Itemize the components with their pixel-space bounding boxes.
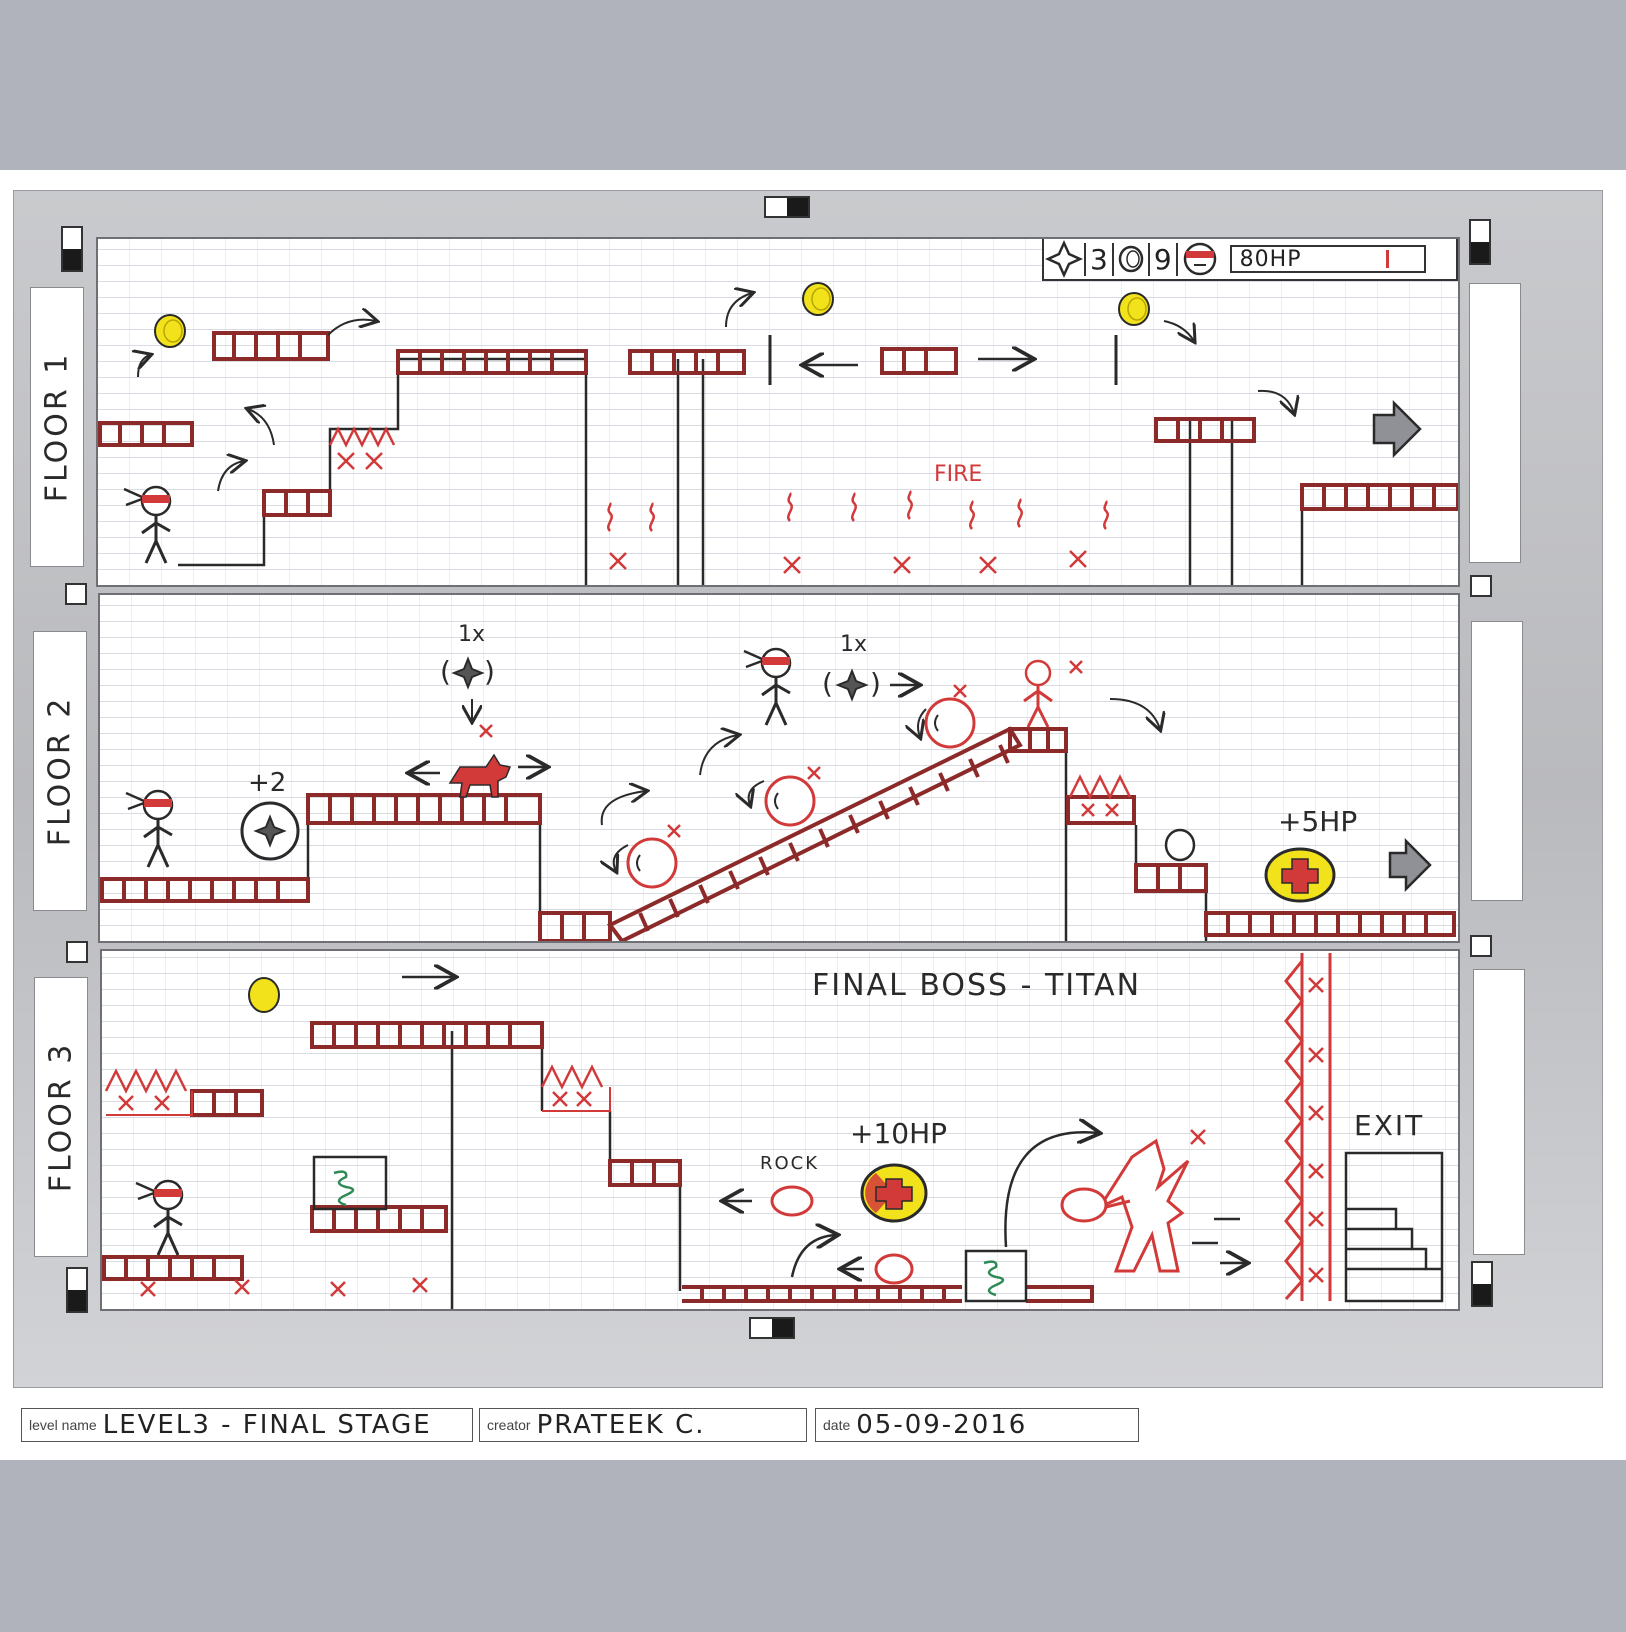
date-field: date 05-09-2016 bbox=[815, 1408, 1139, 1442]
side-slot-2 bbox=[1471, 621, 1523, 901]
frame-marker-right-1 bbox=[1470, 575, 1492, 597]
rock-label: ROCK bbox=[760, 1153, 819, 1174]
spring-icon bbox=[983, 1260, 1005, 1297]
side-slot-3 bbox=[1473, 969, 1525, 1255]
level-name-field: level name LEVEL3 - FINAL STAGE bbox=[21, 1408, 473, 1442]
floor-2-panel: +2 1x () bbox=[98, 593, 1460, 943]
date-value: 05-09-2016 bbox=[856, 1410, 1028, 1440]
hud-bar: 3 9 80HP bbox=[1042, 239, 1458, 281]
date-label: date bbox=[823, 1417, 851, 1433]
hud-shuriken-count: 3 bbox=[1084, 242, 1114, 276]
fire-label: FIRE bbox=[934, 462, 982, 487]
coin bbox=[1164, 828, 1196, 862]
shuriken-icon bbox=[1044, 239, 1084, 279]
coin-icon bbox=[1118, 245, 1144, 273]
frame-marker-left-top bbox=[61, 226, 83, 272]
shuriken-bonus-label: +2 bbox=[248, 768, 286, 798]
level-name-label: level name bbox=[29, 1417, 97, 1433]
hp-text: 80HP bbox=[1239, 247, 1302, 272]
frame-marker-left-1 bbox=[65, 583, 87, 605]
level-sheet: FLOOR 1 FLOOR 2 FLOOR 3 bbox=[0, 170, 1626, 1460]
floor-label-3: FLOOR 3 bbox=[34, 977, 88, 1257]
creator-field: creator PRATEEK C. bbox=[479, 1408, 807, 1442]
boss-title: FINAL BOSS - TITAN bbox=[812, 968, 1141, 1003]
floor-3-scene: FINAL BOSS - TITAN ROCK +10HP bbox=[102, 953, 1444, 1309]
ninja-player bbox=[124, 789, 174, 869]
exit-arrow-icon bbox=[1388, 837, 1432, 893]
ninja-player-jump bbox=[742, 647, 792, 727]
boulder bbox=[764, 775, 816, 827]
boulder bbox=[924, 697, 976, 749]
coin bbox=[154, 314, 186, 348]
side-slot-1 bbox=[1469, 283, 1521, 563]
exit-label: EXIT bbox=[1354, 1109, 1424, 1142]
spring-icon bbox=[333, 1170, 355, 1207]
frame-marker-bottom bbox=[749, 1317, 795, 1339]
ninja-player bbox=[122, 485, 172, 565]
floor-2-scene: +2 1x () bbox=[100, 622, 1456, 941]
creator-label: creator bbox=[487, 1417, 531, 1433]
boulder bbox=[626, 837, 678, 889]
hp-bar: 80HP bbox=[1229, 245, 1426, 273]
hud-coin-count: 9 bbox=[1147, 242, 1178, 276]
floor-1-scene: FIRE bbox=[98, 282, 1458, 585]
coin bbox=[248, 977, 280, 1013]
health-pickup-icon bbox=[860, 1163, 928, 1223]
frame-marker-right-top bbox=[1469, 219, 1491, 265]
titan-boss bbox=[1060, 1138, 1190, 1273]
rock bbox=[874, 1253, 914, 1285]
svg-text:(: ( bbox=[440, 655, 451, 688]
hp-level-mark bbox=[1385, 250, 1389, 268]
red-ninja-enemy bbox=[1023, 659, 1053, 728]
ninja-player bbox=[135, 1179, 184, 1256]
floor-label-1: FLOOR 1 bbox=[30, 287, 84, 567]
coin bbox=[1118, 292, 1150, 326]
rock bbox=[770, 1185, 814, 1217]
shuriken-pickup-icon bbox=[837, 670, 867, 700]
level-frame: FLOOR 1 FLOOR 2 FLOOR 3 bbox=[13, 190, 1603, 1388]
frame-marker-right-bottom bbox=[1471, 1261, 1493, 1307]
frame-marker-left-2 bbox=[66, 941, 88, 963]
floor-label-2: FLOOR 2 bbox=[33, 631, 87, 911]
creator-value: PRATEEK C. bbox=[536, 1410, 706, 1440]
svg-text:): ) bbox=[870, 667, 881, 700]
pickup-2-count: 1x bbox=[840, 632, 867, 657]
pickup-1-count: 1x bbox=[458, 622, 485, 647]
coin bbox=[802, 282, 834, 316]
floor-label-1-text: FLOOR 1 bbox=[39, 351, 75, 503]
wolf-enemy bbox=[448, 753, 512, 798]
floor-1-panel: FIRE 3 9 80HP bbox=[96, 237, 1460, 587]
health-pickup-icon bbox=[1264, 847, 1336, 903]
level-name-value: LEVEL3 - FINAL STAGE bbox=[102, 1410, 432, 1440]
ninja-face-icon bbox=[1183, 242, 1216, 276]
svg-text:): ) bbox=[484, 655, 495, 688]
exit-stairs-icon bbox=[1344, 1151, 1444, 1303]
floor-label-2-text: FLOOR 2 bbox=[42, 695, 78, 847]
frame-marker-left-bottom bbox=[66, 1267, 88, 1313]
hp-bonus-label: +10HP bbox=[850, 1117, 947, 1150]
floor-3-panel: FINAL BOSS - TITAN ROCK +10HP bbox=[100, 949, 1460, 1311]
frame-marker-right-2 bbox=[1470, 935, 1492, 957]
floor-label-3-text: FLOOR 3 bbox=[43, 1041, 79, 1193]
hp-bonus-label: +5HP bbox=[1278, 805, 1357, 838]
exit-arrow-icon bbox=[1372, 399, 1422, 459]
svg-text:(: ( bbox=[822, 667, 833, 700]
shuriken-pickup-icon bbox=[453, 658, 483, 688]
frame-marker-top bbox=[764, 196, 810, 218]
